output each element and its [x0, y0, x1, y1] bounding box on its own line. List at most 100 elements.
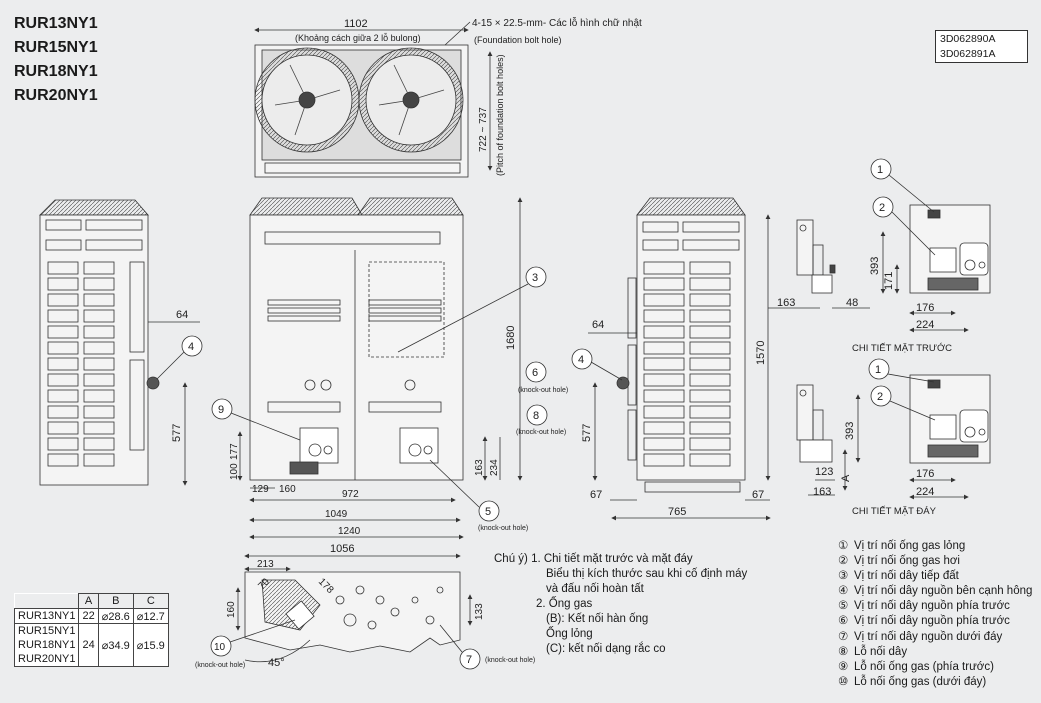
note-line: (B): Kết nối hàn ống — [546, 613, 649, 625]
right-side-casing — [636, 214, 746, 481]
note-line: và đấu nối hoàn tất — [546, 583, 644, 595]
dim-163-front: 163 — [474, 459, 485, 476]
model-name: RUR20NY1 — [14, 87, 98, 104]
dim-64-right: 64 — [592, 319, 604, 331]
dim-1240: 1240 — [338, 526, 361, 537]
dim-67-right: 67 — [752, 489, 764, 501]
detail-front-dim-224: 224 — [916, 319, 934, 331]
marker-5-label: 5 — [485, 506, 491, 518]
bottom-dim-1056: 1056 — [330, 543, 354, 555]
dim-129: 129 — [252, 484, 269, 495]
table-cell-a: 22 — [78, 608, 99, 624]
detail-bottom: 123 163 A 1 2 393 176 224 CHI TIẾT MẶT Đ… — [796, 358, 991, 517]
detail-front-dim-48: 48 — [846, 297, 858, 309]
dim-67-left: 67 — [590, 489, 602, 501]
marker-3-label: 3 — [532, 272, 538, 284]
dim-160-front: 160 — [279, 484, 296, 495]
table-cell-a: 24 — [78, 623, 99, 667]
dim-1102-note: (Khoảng cách giữa 2 lỗ bulong) — [295, 33, 421, 43]
detail-bottom-dim-123: 123 — [815, 466, 833, 478]
detail-bottom-dim-224: 224 — [916, 486, 934, 498]
detail-bottom-caption: CHI TIẾT MẶT ĐÁY — [852, 506, 937, 517]
dim-pitch-note: (Pitch of foundation bolt holes) — [495, 54, 505, 176]
model-list: RUR13NY1 RUR15NY1 RUR18NY1 RUR20NY1 — [14, 12, 98, 108]
note-line: Ống lỏng — [546, 628, 593, 640]
pipe-size-table: A B C RUR13NY1 22 ⌀28.6 ⌀12.7 RUR15NY1 R… — [13, 593, 169, 667]
detail-bottom-label-a: A — [840, 474, 852, 482]
marker-1-front-label: 1 — [877, 164, 883, 176]
detail-bottom-dim-176: 176 — [916, 468, 934, 480]
marker-4-right — [571, 348, 593, 370]
table-cell-c: ⌀12.7 — [132, 608, 169, 624]
dim-1102: 1102 — [344, 18, 368, 30]
model-name: RUR15NY1 — [14, 39, 98, 56]
left-side-casing — [39, 214, 149, 486]
marker-7 — [459, 648, 481, 670]
detail-bottom-dim-393: 393 — [844, 422, 856, 440]
table-header: B — [97, 593, 134, 609]
note-line: 2. Ống gas — [536, 598, 593, 610]
detail-bottom-dim-163: 163 — [813, 486, 831, 498]
knock-out-hole-side — [146, 376, 160, 390]
note-line: Chú ý) 1. Chi tiết mặt trước và mặt đáy — [494, 553, 693, 565]
right-side-view: 4 64 577 1570 67 67 765 — [571, 197, 771, 521]
top-view: 1102 (Khoảng cách giữa 2 lỗ bulong) 4-15… — [254, 16, 642, 178]
bottom-dim-213: 213 — [257, 559, 274, 570]
detail-front-caption: CHI TIẾT MẶT TRƯỚC — [852, 343, 952, 354]
detail-front-dim-171: 171 — [883, 272, 895, 290]
marker-4-left — [181, 335, 203, 357]
notes: Chú ý) 1. Chi tiết mặt trước và mặt đáy … — [494, 552, 747, 657]
reference-code: 3D062890A — [940, 33, 996, 45]
table-row-models: RUR15NY1 RUR18NY1 RUR20NY1 — [13, 623, 80, 667]
marker-3 — [525, 266, 547, 288]
dim-1570: 1570 — [755, 341, 767, 365]
marker-8-label: 8 — [533, 410, 539, 422]
dim-64-left: 64 — [176, 309, 188, 321]
model-name: RUR18NY1 — [14, 63, 98, 80]
knock-out-5-note: (knock-out hole) — [478, 525, 528, 532]
dim-972: 972 — [342, 489, 359, 500]
detail-front: 163 48 1 2 393 171 176 224 CHI TIẾT MẶT … — [768, 158, 991, 354]
note-line: Biểu thị kích thước sau khi cố định máy — [546, 568, 748, 580]
marker-4-left-label: 4 — [188, 341, 194, 353]
marker-6-label: 6 — [532, 367, 538, 379]
marker-10-label: 10 — [214, 642, 226, 653]
dim-577-left: 577 — [171, 424, 183, 442]
marker-2-bottom-label: 2 — [877, 391, 883, 403]
knock-out-7-note: (knock-out hole) — [485, 657, 535, 664]
table-cell-c: ⌀15.9 — [132, 623, 169, 667]
table-header: C — [132, 593, 169, 609]
marker-2-front-label: 2 — [879, 202, 885, 214]
marker-10 — [210, 635, 232, 657]
bolt-hole-note: (Foundation bolt hole) — [474, 35, 562, 45]
dim-765: 765 — [668, 506, 686, 518]
dim-1049: 1049 — [325, 509, 348, 520]
detail-front-dim-163: 163 — [777, 297, 795, 309]
marker-9-label: 9 — [218, 404, 224, 416]
knock-out-10-note: (knock-out hole) — [195, 662, 245, 669]
table-row-model: RUR13NY1 — [13, 608, 80, 624]
marker-4-right-label: 4 — [578, 354, 584, 366]
knock-out-6-note: (knock-out hole) — [518, 387, 568, 394]
marker-9 — [211, 398, 233, 420]
detail-front-dim-176: 176 — [916, 302, 934, 314]
model-name: RUR13NY1 — [14, 15, 98, 32]
marker-6 — [525, 361, 547, 383]
bottom-dim-160: 160 — [226, 601, 237, 618]
marker-2-front — [872, 196, 894, 218]
dim-pitch: 722 ~ 737 — [478, 107, 489, 152]
bolt-hole-spec: 4-15 × 22.5-mm- Các lỗ hình chữ nhật — [472, 16, 642, 29]
left-side-view: 64 577 — [39, 199, 200, 486]
table-cell-b: ⌀28.6 — [97, 608, 134, 624]
